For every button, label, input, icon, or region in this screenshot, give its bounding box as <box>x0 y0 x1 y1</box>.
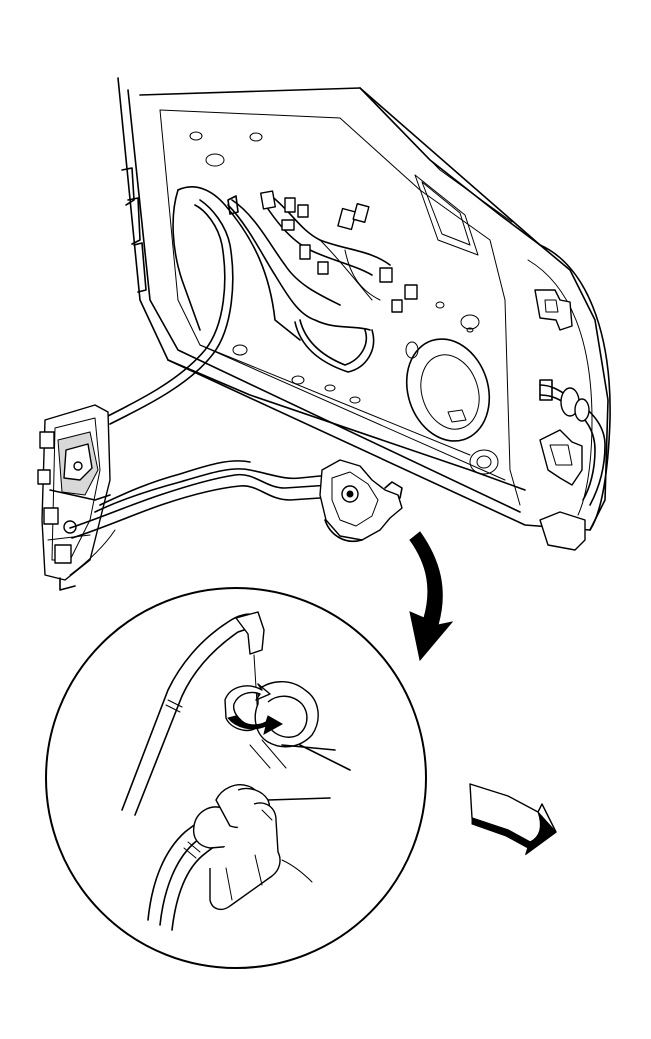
wiring-harness <box>227 190 418 373</box>
lock-cylinder-bracket <box>319 459 403 542</box>
outside-handle-rod <box>99 199 234 425</box>
door-inner-panel <box>117 77 611 531</box>
vehicle-front-arrow <box>469 783 557 856</box>
door-hinges <box>534 289 606 551</box>
detail-callout-circle <box>45 587 427 969</box>
lock-cylinder-rod <box>69 460 336 576</box>
door-latch-assembly <box>37 404 111 591</box>
zoom-direction-arrow <box>409 531 454 662</box>
